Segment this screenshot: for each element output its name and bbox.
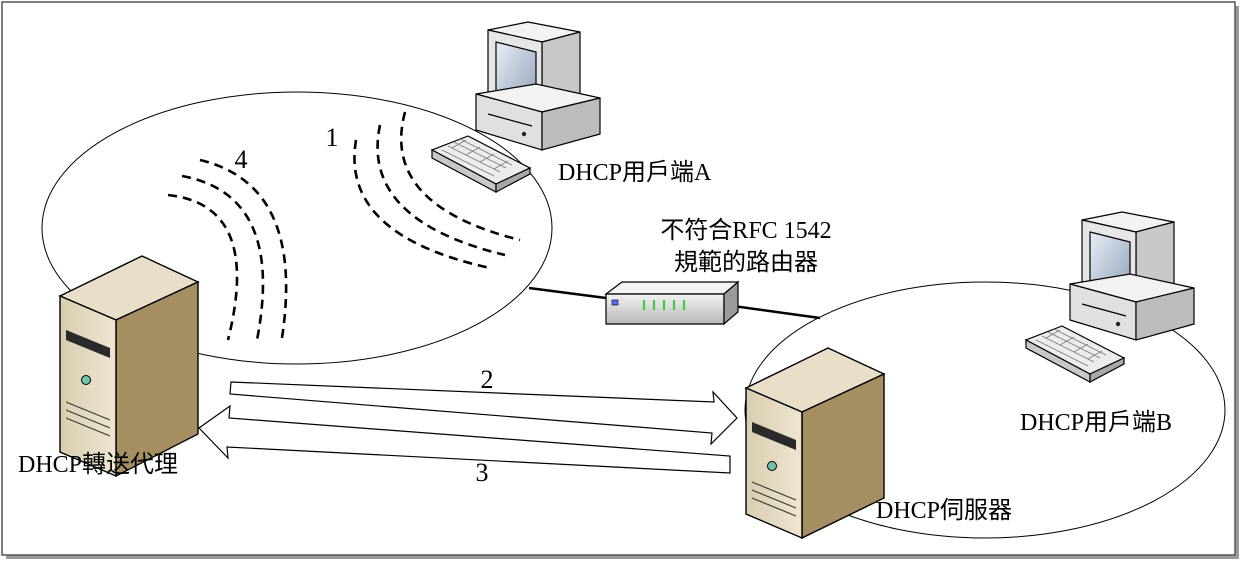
step2-number: 2 [481, 365, 494, 394]
step3-number: 3 [476, 458, 489, 487]
relay-agent-server-icon [58, 255, 200, 478]
server-label: DHCP伺服器 [876, 497, 1012, 524]
step1-number: 1 [326, 123, 339, 152]
client-a-label: DHCP用戶端A [558, 159, 712, 186]
router-icon [604, 280, 740, 326]
network-a-ellipse [41, 91, 553, 365]
arrow-step3 [198, 404, 731, 474]
client-b-label: DHCP用戶端B [1020, 409, 1172, 436]
client-b-computer-icon [1024, 211, 1195, 383]
broadcast-waves-step1 [353, 111, 521, 270]
step4-number: 4 [235, 145, 248, 174]
router-link-right [732, 304, 821, 320]
router-label-line1: 不符合RFC 1542 [660, 217, 831, 244]
broadcast-waves-step4 [167, 158, 288, 341]
network-b-ellipse [744, 281, 1226, 539]
client-a-computer-icon [430, 21, 601, 193]
relay-agent-label: DHCP轉送代理 [18, 451, 178, 478]
dhcp-server-icon [744, 347, 886, 540]
arrow-step2 [229, 381, 738, 446]
router-label-line2: 規範的路由器 [674, 249, 818, 276]
router-link-left [528, 286, 607, 300]
